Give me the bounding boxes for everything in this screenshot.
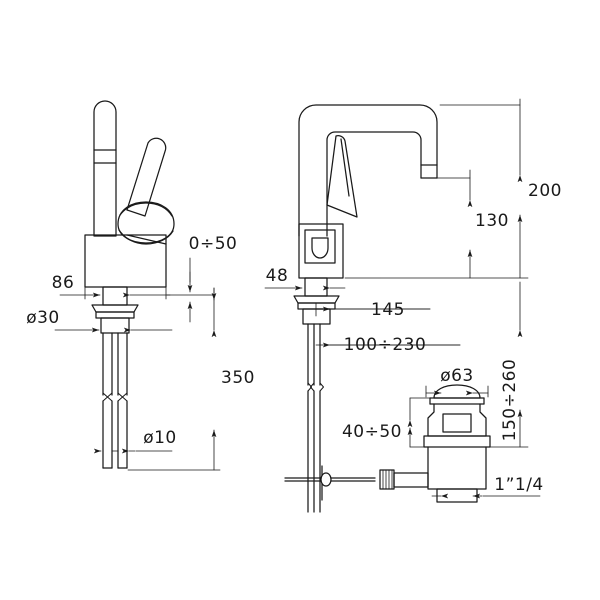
dimension-label-1-1-4: 1”1/4 <box>494 475 543 495</box>
popup-lift-rod <box>284 465 376 501</box>
waste-cap <box>433 384 481 399</box>
dimension-label-150-260: 150÷260 <box>500 359 520 442</box>
flange-front <box>91 304 139 313</box>
knurled-connector <box>379 469 429 490</box>
washer-front <box>95 311 135 319</box>
dimension-label-100-230: 100÷230 <box>344 335 427 355</box>
flexible-tails-front <box>102 332 128 469</box>
flange-side <box>293 295 340 304</box>
popup-waste-assembly <box>423 384 491 503</box>
side-view-dimension-lines <box>264 98 541 499</box>
dimension-label-200: 200 <box>528 181 562 201</box>
lever-handle-front <box>126 137 167 217</box>
dimension-label-d63: ø63 <box>440 366 474 386</box>
dimension-label-130: 130 <box>475 211 509 231</box>
waste-outlet <box>436 488 478 503</box>
dimension-label-d10: ø10 <box>143 428 177 448</box>
flexible-tails-side <box>307 323 324 513</box>
waste-flange <box>423 435 491 448</box>
spout-inner-profile <box>326 131 422 237</box>
fixing-nut-front <box>100 317 130 334</box>
brand-logo-icon <box>311 237 329 259</box>
dimension-label-0-50: 0÷50 <box>189 234 238 254</box>
front-view-dimension-lines <box>54 257 221 471</box>
handle-hub-highlight <box>119 202 173 217</box>
waste-window <box>442 413 472 433</box>
spout-front-profile <box>93 100 117 237</box>
dimension-label-48: 48 <box>266 266 289 286</box>
front-view-geometry <box>54 100 221 471</box>
dimension-label-d30: ø30 <box>26 308 60 328</box>
washer-side <box>297 302 336 310</box>
lever-handle-side <box>326 135 358 218</box>
spout-outer-profile <box>298 104 438 237</box>
handle-hub-front <box>117 201 175 244</box>
badge-frame <box>304 229 336 264</box>
fixing-nut-side <box>302 308 331 325</box>
dimension-label-40-50: 40÷50 <box>342 422 402 442</box>
waste-collar <box>427 403 487 437</box>
shank-front <box>102 286 128 306</box>
dimension-label-86: 86 <box>52 273 75 293</box>
shank-side <box>304 277 328 297</box>
waste-body <box>427 446 487 490</box>
dimension-label-145: 145 <box>371 300 405 320</box>
side-view-geometry <box>264 98 541 513</box>
handle-hub-lower <box>118 229 174 245</box>
dimension-label-350: 350 <box>221 368 255 388</box>
